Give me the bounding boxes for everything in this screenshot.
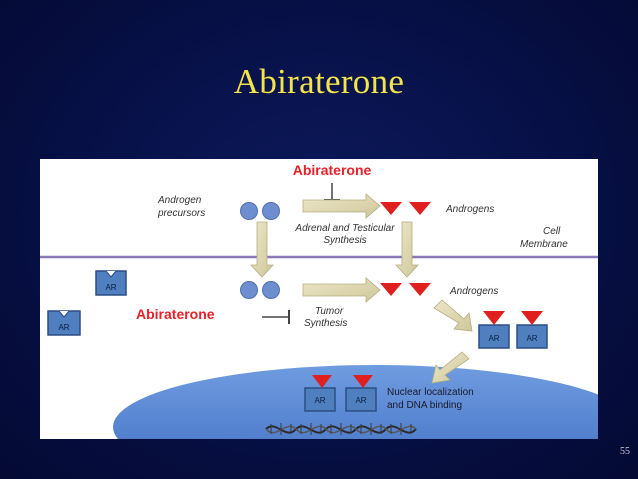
synthesis-arrow-top — [302, 193, 381, 219]
svg-text:AR: AR — [105, 283, 116, 292]
precursor-molecule — [240, 202, 258, 220]
androgens-label-top: Androgens — [445, 204, 494, 215]
abiraterone-label-left: Abiraterone — [136, 306, 215, 322]
transport-arrow-down-left — [250, 221, 274, 278]
androgen-receptor-free: AR — [47, 310, 81, 336]
svg-text:AR: AR — [58, 323, 69, 332]
androgen-molecule — [380, 283, 402, 296]
androgen-receptor-nuclear: AR — [304, 375, 336, 412]
abiraterone-label-top: Abiraterone — [293, 162, 372, 178]
slide-number: 55 — [620, 446, 630, 457]
androgen-molecule — [380, 202, 402, 215]
androgen-precursors-label-1: Androgen — [157, 195, 202, 206]
binding-arrow — [433, 299, 473, 332]
nuclear-transport-arrow — [431, 351, 470, 384]
androgen-receptor-free: AR — [95, 270, 127, 296]
transport-arrow-down-right — [395, 221, 419, 278]
svg-text:AR: AR — [526, 334, 537, 343]
cell-membrane-label-1: Cell — [543, 226, 561, 237]
synthesis-arrow-middle — [302, 277, 381, 303]
svg-text:AR: AR — [488, 334, 499, 343]
androgens-label-middle: Androgens — [449, 286, 498, 297]
dna-helix-icon — [265, 423, 417, 435]
androgen-molecule — [409, 283, 431, 296]
diagram-svg: Abiraterone Androgen precursors Adrenal … — [40, 162, 598, 439]
adrenal-synthesis-label-1: Adrenal and Testicular — [294, 223, 395, 234]
androgen-precursors-label-2: precursors — [157, 208, 205, 219]
androgen-receptor-bound: AR — [516, 311, 548, 349]
svg-text:AR: AR — [314, 396, 325, 405]
androgen-receptor-nuclear: AR — [345, 375, 377, 412]
precursor-molecule — [262, 202, 280, 220]
precursor-molecule — [262, 281, 280, 299]
precursor-molecule — [240, 281, 258, 299]
tumor-synthesis-label-2: Synthesis — [304, 318, 347, 329]
svg-text:AR: AR — [355, 396, 366, 405]
androgen-receptor-bound: AR — [478, 311, 510, 349]
tumor-synthesis-label-1: Tumor — [315, 306, 344, 317]
nuclear-localization-label-1: Nuclear localization — [387, 387, 474, 398]
cell-membrane-label-2: Membrane — [520, 239, 568, 250]
abiraterone-mechanism-diagram: Abiraterone Androgen precursors Adrenal … — [40, 159, 598, 439]
androgen-molecule — [409, 202, 431, 215]
adrenal-synthesis-label-2: Synthesis — [323, 235, 366, 246]
nuclear-localization-label-2: and DNA binding — [387, 400, 462, 411]
slide-title: Abiraterone — [233, 62, 405, 101]
